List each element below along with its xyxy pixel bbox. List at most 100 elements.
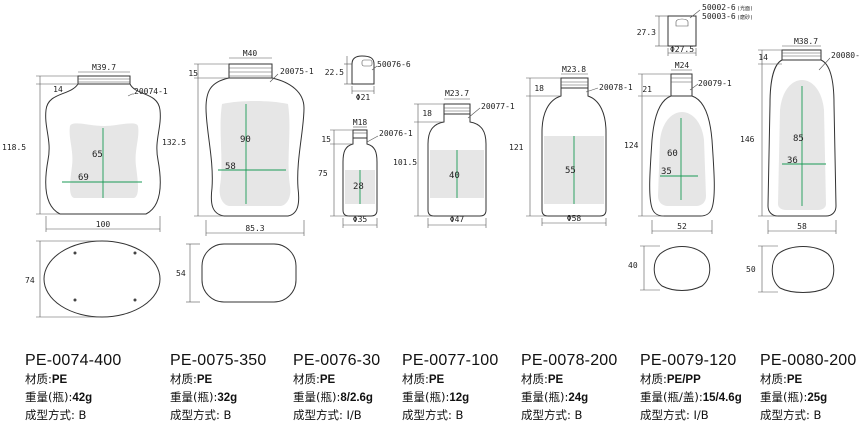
dim-0076-cap-width: Φ21 [356,93,371,102]
material-label: 材质: [640,372,667,386]
method-label: 成型方式: [25,408,75,422]
dim-0078-width: Φ58 [567,214,582,223]
weight-label: 重量(瓶): [760,390,808,404]
dim-0075-neck: M40 [243,49,258,58]
product-code: PE-0075-350 [170,352,267,369]
method-row: 成型方式: B [25,408,122,423]
dim-0075-width: 85.3 [245,224,264,233]
dim-0078-height: 121 [509,143,524,152]
dim-0074-height: 118.5 [2,143,26,152]
dim-0079-width: 52 [677,222,687,231]
method-value: I/B [346,408,362,422]
product-code: PE-0078-200 [521,352,618,369]
part-0078: 20078-1 [599,83,633,92]
weight-row: 重量(瓶):12g [402,390,499,406]
dim-0080-height: 146 [740,135,755,144]
material-label: 材质: [402,372,429,386]
method-row: 成型方式: B [760,408,857,423]
weight-label: 重量(瓶/盖): [640,390,703,404]
dim-0074-label-w: 69 [78,173,89,183]
weight-value: 42g [72,392,93,404]
material-label: 材质: [25,372,52,386]
dim-0078-neck: M23.8 [562,65,586,74]
dim-0074-depth: 74 [25,276,35,285]
dim-0080-width: 58 [797,222,807,231]
dim-0075-label-w: 58 [225,162,236,172]
method-value: B [78,408,87,422]
bottle-0078-drawing [526,73,607,226]
weight-label: 重量(瓶): [25,390,73,404]
dim-0076-width: Φ35 [353,215,368,224]
material-row: 材质:PE/PP [640,372,742,388]
dim-0080-depth: 50 [746,265,756,274]
dim-0077-neck: M23.7 [445,89,469,98]
part-0079-cap-b-note: (磨砂) [737,14,753,21]
weight-row: 重量(瓶/盖):15/4.6g [640,390,742,406]
weight-value: 15/4.6g [702,392,742,404]
dim-0076-label-h: 28 [353,182,364,192]
method-label: 成型方式: [760,408,810,422]
method-value: I/B [693,408,709,422]
dim-0075-cap-h: 15 [188,69,198,78]
weight-row: 重量(瓶):25g [760,390,857,406]
dim-0076-cap-h: 15 [321,135,331,144]
weight-row: 重量(瓶):24g [521,390,618,406]
dim-0076-height: 75 [318,169,328,178]
dim-0076-neck: M18 [353,118,368,127]
material-value: PE [196,374,213,386]
dim-0079-label-h: 60 [667,149,678,159]
product-code: PE-0074-400 [25,352,122,369]
bottle-0077-drawing [414,98,487,228]
method-label: 成型方式: [170,408,220,422]
method-row: 成型方式: B [402,408,499,423]
weight-value: 8/2.6g [340,392,373,404]
method-row: 成型方式: I/B [640,408,742,423]
method-row: 成型方式: B [170,408,267,423]
method-label: 成型方式: [402,408,452,422]
material-value: PE [51,374,68,386]
dim-0079-label-w: 35 [661,167,672,177]
dim-0074-width: 100 [96,220,111,229]
weight-row: 重量(瓶):42g [25,390,122,406]
material-row: 材质:PE [402,372,499,388]
dim-0076-cap-height: 22.5 [325,68,344,77]
material-label: 材质: [170,372,197,386]
spec-block-0077: PE-0077-100 材质:PE 重量(瓶):12g 成型方式: B [402,352,499,423]
material-label: 材质: [760,372,787,386]
dim-0078-cap-h: 18 [534,84,544,93]
dim-0077-width: Φ47 [450,215,465,224]
material-row: 材质:PE [170,372,267,388]
method-row: 成型方式: B [521,408,618,423]
dim-0080-label-h: 85 [793,134,804,144]
dim-0080-neck: M38.7 [794,37,818,46]
spec-block-0076: PE-0076-30 材质:PE 重量(瓶):8/2.6g 成型方式: I/B [293,352,380,423]
dim-0074-cap-h: 14 [53,85,63,94]
part-0079: 20079-1 [698,79,732,88]
dim-0079-height: 124 [624,141,639,150]
method-label: 成型方式: [293,408,343,422]
weight-value: 25g [807,392,828,404]
material-label: 材质: [521,372,548,386]
dim-0077-height: 101.5 [393,158,417,167]
material-label: 材质: [293,372,320,386]
material-value: PE [319,374,336,386]
dim-0077-cap-h: 18 [422,109,432,118]
method-value: B [223,408,232,422]
material-row: 材质:PE [521,372,618,388]
method-label: 成型方式: [521,408,571,422]
material-row: 材质:PE [293,372,380,388]
material-value: PE [428,374,445,386]
dim-0075-depth: 54 [176,269,186,278]
weight-label: 重量(瓶): [293,390,341,404]
part-0079-cap-a: 50002-6 [702,3,736,12]
part-0079-cap-a-note: (光面) [737,5,753,12]
part-0075: 20075-1 [280,67,314,76]
weight-label: 重量(瓶): [170,390,218,404]
dim-0079-cap-h: 21 [642,85,652,94]
dim-0079-neck: M24 [675,61,690,70]
material-value: PE/PP [666,374,701,386]
material-value: PE [786,374,803,386]
material-row: 材质:PE [760,372,857,388]
bottle-0074-drawing [36,71,161,318]
part-0079-cap-b: 50003-6 [702,12,736,21]
